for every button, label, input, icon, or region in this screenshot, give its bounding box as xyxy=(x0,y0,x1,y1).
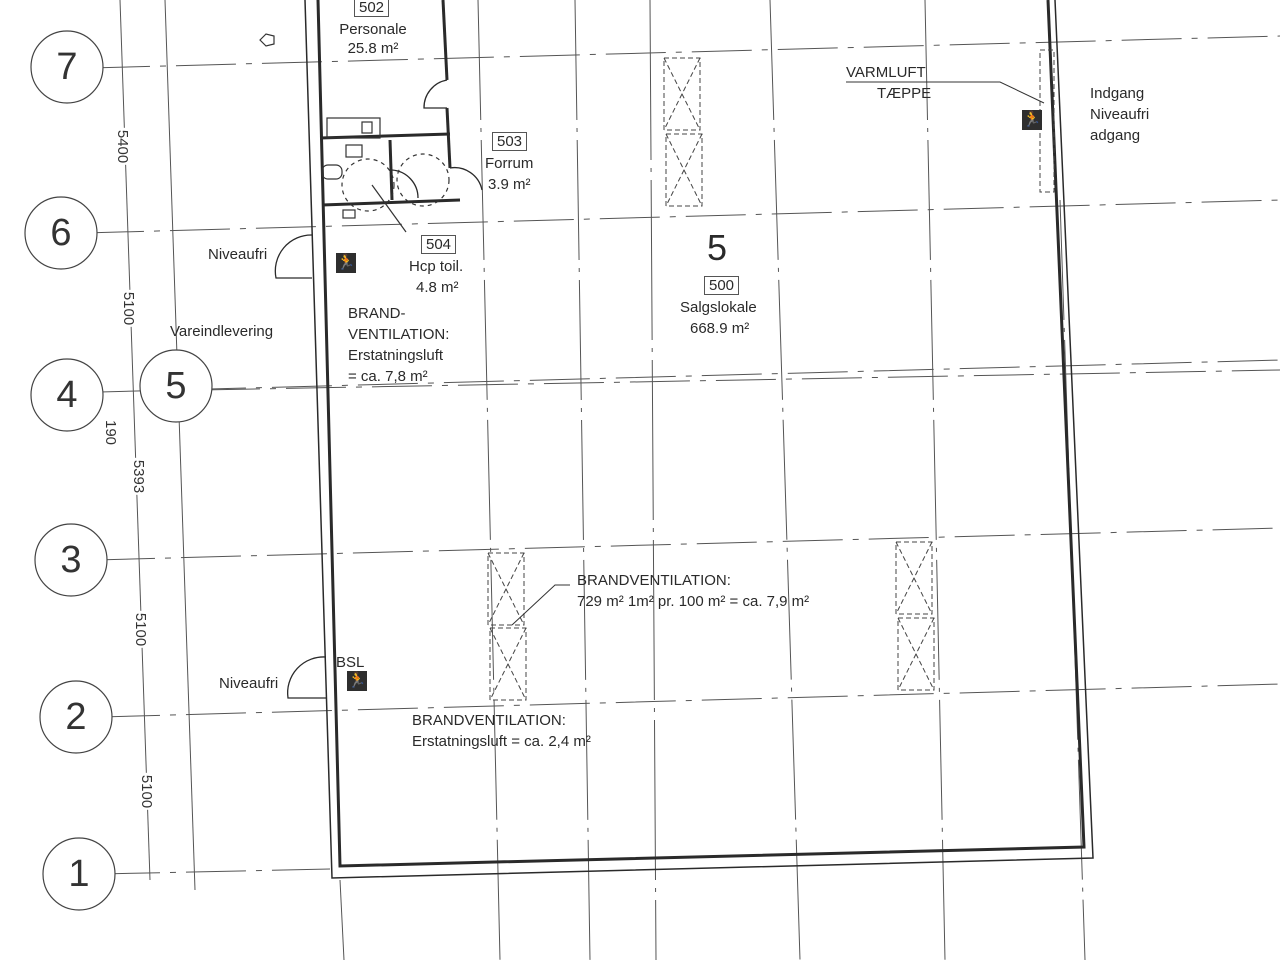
varmluft-label-line2: TÆPPE xyxy=(877,85,932,102)
dimension-5393: 5393 xyxy=(130,457,148,496)
door-label-upper: Niveaufri xyxy=(208,246,268,263)
emergency-exit-icon-upper: 🏃 xyxy=(336,253,356,273)
leader-lines xyxy=(511,81,1045,626)
room-name-forrum: Forrum xyxy=(485,155,534,172)
dimension-5400: 5400 xyxy=(114,127,132,166)
hcp-toilet-fixtures xyxy=(321,117,450,233)
bsl-label: BSL xyxy=(336,654,365,671)
grid-axis-1: 1 xyxy=(68,853,90,895)
room-area-hcp-toilet: 4.8 m² xyxy=(416,279,459,296)
dimension-5100-b: 5100 xyxy=(132,610,150,649)
entrance-label-line2: Niveaufri xyxy=(1090,106,1150,123)
grid-axis-5: 5 xyxy=(165,365,187,407)
fire-vent-note-3-line2: Erstatningsluft = ca. 2,4 m² xyxy=(412,733,591,750)
grid-axis-3: 3 xyxy=(60,539,82,581)
room-name-salgslokale: Salgslokale xyxy=(680,299,757,316)
fire-vent-note-3-line1: BRANDVENTILATION: xyxy=(412,712,566,729)
dimension-190: 190 xyxy=(102,417,120,448)
grid-axis-7: 7 xyxy=(56,46,78,88)
building-walls xyxy=(304,0,1094,879)
fire-vent-note-1-line1: BRAND- xyxy=(348,305,406,322)
varmluft-label-line1: VARMLUFT xyxy=(846,64,926,81)
grid-lines xyxy=(83,0,1280,960)
room-name-hcp-toilet: Hcp toil. xyxy=(409,258,464,275)
room-number-504: 504 xyxy=(421,235,457,254)
emergency-exit-icon-entrance: 🏃 xyxy=(1022,110,1042,130)
room-number-502: 502 xyxy=(354,0,390,17)
grid-axis-2: 2 xyxy=(65,696,87,738)
room-area-salgslokale: 668.9 m² xyxy=(690,320,750,337)
axis-bubbles xyxy=(24,30,213,911)
entrance-label-line1: Indgang xyxy=(1090,85,1145,102)
fire-vent-note-1-line3: Erstatningsluft xyxy=(348,347,444,364)
room-area-personale: 25.8 m² xyxy=(347,40,399,57)
grid-axis-6: 6 xyxy=(50,212,72,254)
fire-vent-note-2-line2: 729 m² 1m² pr. 100 m² = ca. 7,9 m² xyxy=(577,593,810,610)
room-number-503: 503 xyxy=(492,132,528,151)
delivery-label: Vareindlevering xyxy=(170,323,274,340)
entrance-label-line3: adgang xyxy=(1090,127,1141,144)
dimension-5100-a: 5100 xyxy=(120,289,138,328)
grid-axis-4: 4 xyxy=(56,374,78,416)
doors xyxy=(274,79,483,699)
room-area-forrum: 3.9 m² xyxy=(488,176,531,193)
dimension-5100-c: 5100 xyxy=(138,772,156,811)
fire-vent-note-2-line1: BRANDVENTILATION: xyxy=(577,572,731,589)
room-name-personale: Personale xyxy=(339,21,407,38)
door-label-lower: Niveaufri xyxy=(219,675,279,692)
north-marker-icon xyxy=(259,33,275,47)
room-number-500: 500 xyxy=(704,276,740,295)
fire-vent-note-1-line2: VENTILATION: xyxy=(348,326,450,343)
zone-number: 5 xyxy=(707,227,728,268)
emergency-exit-icon-lower: 🏃 xyxy=(347,671,367,691)
fire-vent-note-1-line4: = ca. 7,8 m² xyxy=(348,368,428,385)
